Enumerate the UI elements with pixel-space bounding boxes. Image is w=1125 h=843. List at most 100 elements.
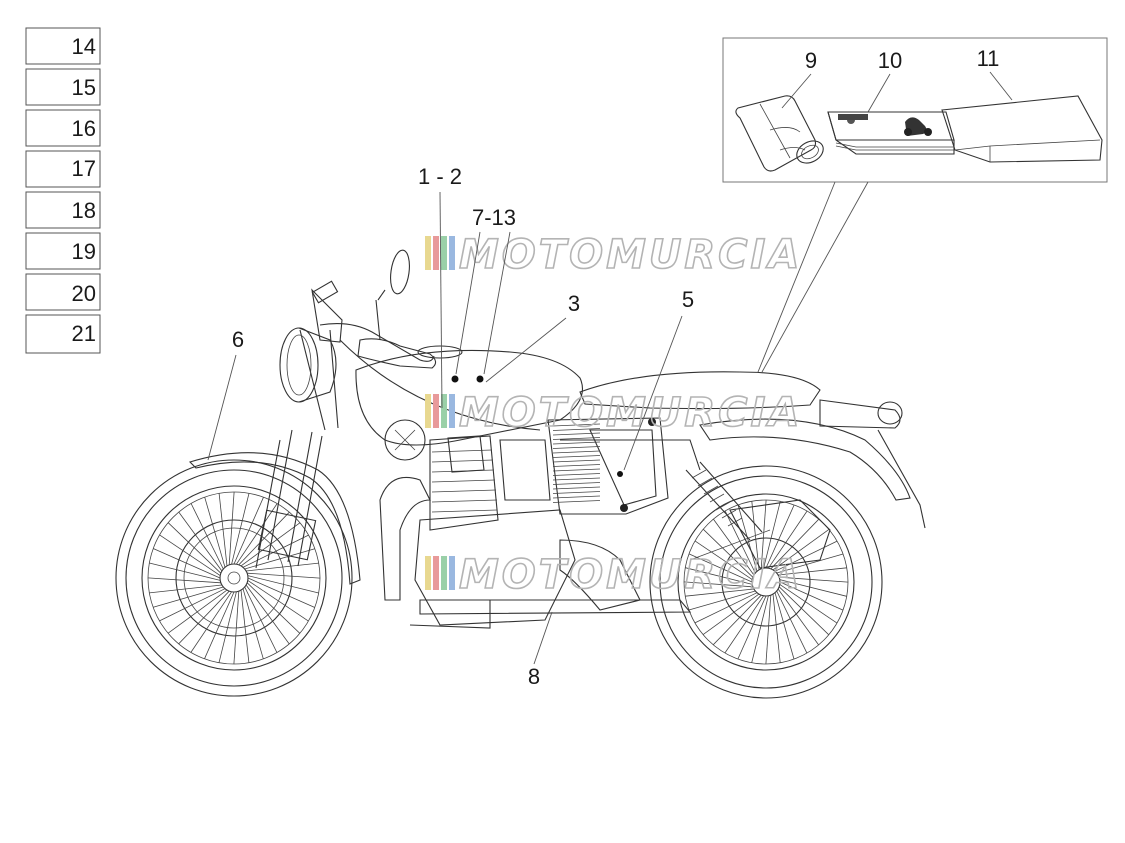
side-list-label: 14 (72, 34, 96, 59)
hatch-line (552, 486, 601, 490)
wheel-spoke (713, 518, 755, 576)
fuel-tank[interactable] (355, 349, 584, 446)
side-list-label: 21 (72, 321, 96, 346)
wheel-spoke (233, 497, 264, 565)
wheel-spoke (685, 567, 753, 585)
side-list-label: 19 (72, 239, 96, 264)
wheel-spoke (779, 579, 847, 597)
side-list-item[interactable]: 21 (25, 314, 101, 354)
document-pack-drawing[interactable] (941, 95, 1103, 163)
callout-7-13[interactable]: 7-13 (472, 205, 516, 230)
rear-wheel[interactable] (649, 465, 883, 699)
wheel-spoke (694, 540, 753, 580)
wheel-spoke (779, 581, 844, 611)
hatch-line (552, 500, 601, 503)
wheel-spoke (153, 548, 221, 579)
wheel-spoke (772, 529, 830, 571)
leader-line (207, 354, 237, 461)
wheel-spoke (685, 588, 754, 597)
side-list-label: 16 (72, 116, 96, 141)
wheel-spoke (218, 493, 228, 566)
side-list-item[interactable]: 17 (25, 150, 101, 188)
wheel-spoke (247, 572, 321, 579)
hatch-line (552, 450, 601, 454)
wheel-spoke (149, 562, 221, 581)
hatch-line (552, 477, 601, 481)
hatch-line (552, 464, 601, 467)
side-list-item[interactable]: 18 (25, 191, 101, 229)
wheel-spoke (247, 575, 319, 594)
wheel-spoke (246, 562, 319, 572)
callout-10: 10 (878, 48, 902, 73)
wheel-spoke (702, 528, 754, 578)
rear-fender[interactable] (699, 418, 911, 501)
wheel-spoke (776, 590, 808, 654)
wheel-spoke (760, 499, 767, 569)
side-cover[interactable] (547, 417, 669, 515)
wheel-spoke (765, 595, 772, 665)
wheel-spoke (149, 584, 222, 594)
wheel-spoke (190, 503, 224, 570)
wheel-spoke (233, 591, 240, 665)
headlight[interactable] (279, 327, 337, 403)
wheel-spoke (772, 594, 781, 663)
watermark: MOTOMURCIA MOTOMURCIA MOTOMURCIA (425, 231, 802, 599)
callout-3[interactable]: 3 (568, 291, 580, 316)
exhaust[interactable] (379, 476, 831, 615)
callout-8[interactable]: 8 (528, 664, 540, 689)
wheel-spoke (236, 503, 278, 565)
wheel-spoke (724, 510, 756, 574)
inset-leader-line (761, 181, 869, 373)
watermark-text: MOTOMURCIA (459, 552, 802, 598)
wheel-spoke (240, 590, 250, 663)
wheel-spoke (246, 582, 301, 634)
wheel-spoke (712, 594, 762, 646)
wheel-spoke (242, 534, 309, 568)
hatch-line (552, 491, 601, 494)
side-list-item[interactable]: 14 (25, 27, 101, 65)
wheel-spoke (159, 588, 226, 622)
wheel-spoke (228, 491, 235, 565)
leader-line (485, 317, 567, 383)
handlebar[interactable] (311, 249, 437, 369)
wheel-spoke (776, 553, 844, 574)
callout-5[interactable]: 5 (682, 287, 694, 312)
tool-pouch-drawing[interactable] (735, 95, 827, 172)
watermark-text: MOTOMURCIA (459, 232, 802, 278)
hatch-line (552, 437, 601, 440)
wheel-spoke (178, 590, 230, 645)
side-list-item[interactable]: 20 (25, 273, 101, 311)
wheel-spoke (204, 591, 235, 659)
front-wheel[interactable] (115, 459, 353, 697)
wheel-spoke (238, 511, 290, 566)
seat[interactable] (579, 371, 821, 410)
hatch-line (552, 446, 601, 449)
wheel-spoke (688, 590, 756, 611)
callout-9: 9 (805, 48, 817, 73)
front-fender[interactable] (188, 452, 361, 585)
wheel-spoke (694, 592, 758, 624)
wheel-spoke (247, 577, 315, 608)
wheel-spoke (688, 553, 753, 583)
callout-6[interactable]: 6 (232, 327, 244, 352)
side-list-item[interactable]: 16 (25, 109, 101, 147)
wheel-spoke (779, 584, 838, 624)
wheel-spoke (702, 593, 760, 635)
wheel-spoke (774, 540, 838, 572)
hatch-line (552, 468, 601, 472)
side-list-item[interactable]: 15 (25, 68, 101, 106)
wheel-spoke (683, 581, 753, 588)
leader-line (483, 231, 511, 375)
side-list-label: 20 (72, 281, 96, 306)
front-fork[interactable] (255, 329, 339, 569)
callout-1-2[interactable]: 1 - 2 (418, 164, 462, 189)
wheel-spoke (159, 534, 221, 576)
wheel-spoke (190, 591, 232, 653)
callout-11: 11 (977, 46, 1000, 71)
wheel-spoke (204, 497, 226, 568)
hatch-line (552, 432, 601, 436)
side-list-item[interactable]: 19 (25, 232, 101, 270)
wheel-spoke (178, 511, 223, 572)
tail-light[interactable] (877, 401, 903, 425)
hatch-line (552, 495, 601, 499)
